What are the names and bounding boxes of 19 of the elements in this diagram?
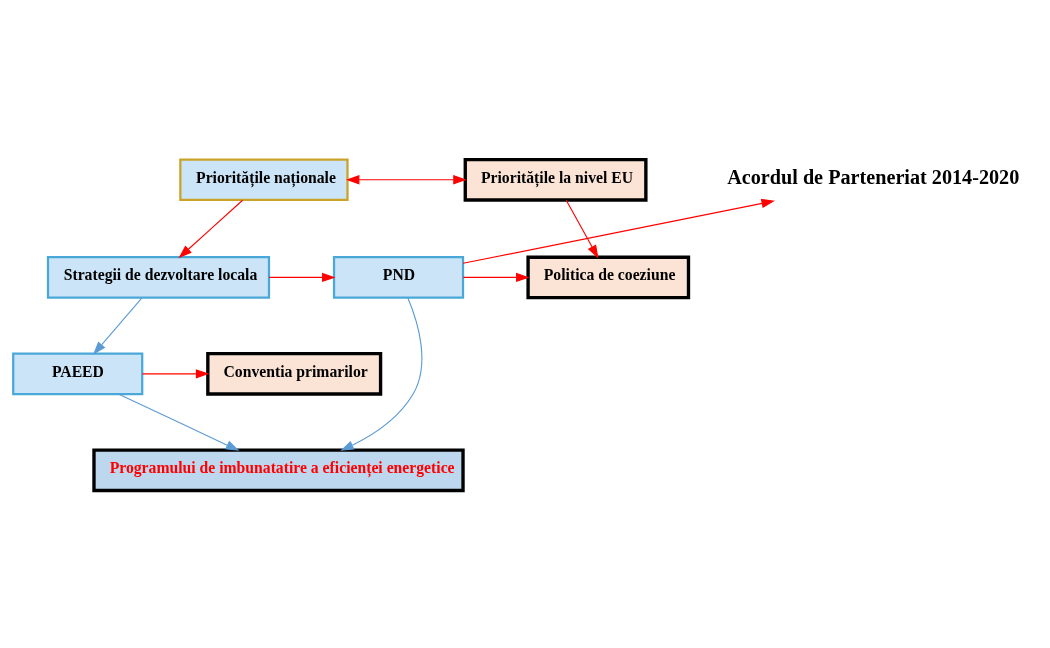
arrow [462, 198, 775, 264]
node-box: Prioritățile naționale [179, 158, 349, 201]
arrow [345, 174, 467, 184]
node-box: PND [332, 255, 465, 299]
arrow [118, 393, 240, 451]
arrow [141, 368, 210, 379]
arrow [93, 296, 143, 355]
node-box: Conventia primarilor [206, 351, 383, 396]
arrow [340, 296, 423, 451]
node-box: Strategii de dezvoltare locala [46, 255, 271, 299]
arrow [268, 272, 336, 282]
node-box: Prioritățile la nivel EU [463, 157, 648, 202]
node-text: Acordul de Parteneriat 2014-2020 [727, 165, 1020, 188]
node-box: Programului de imbunatatire a eficienței energetice [92, 447, 465, 492]
arrow [178, 199, 244, 258]
arrow [565, 199, 599, 258]
node-box: Politica de coeziune [526, 255, 691, 299]
node-box: PAEED [12, 352, 144, 395]
arrow [462, 272, 530, 282]
